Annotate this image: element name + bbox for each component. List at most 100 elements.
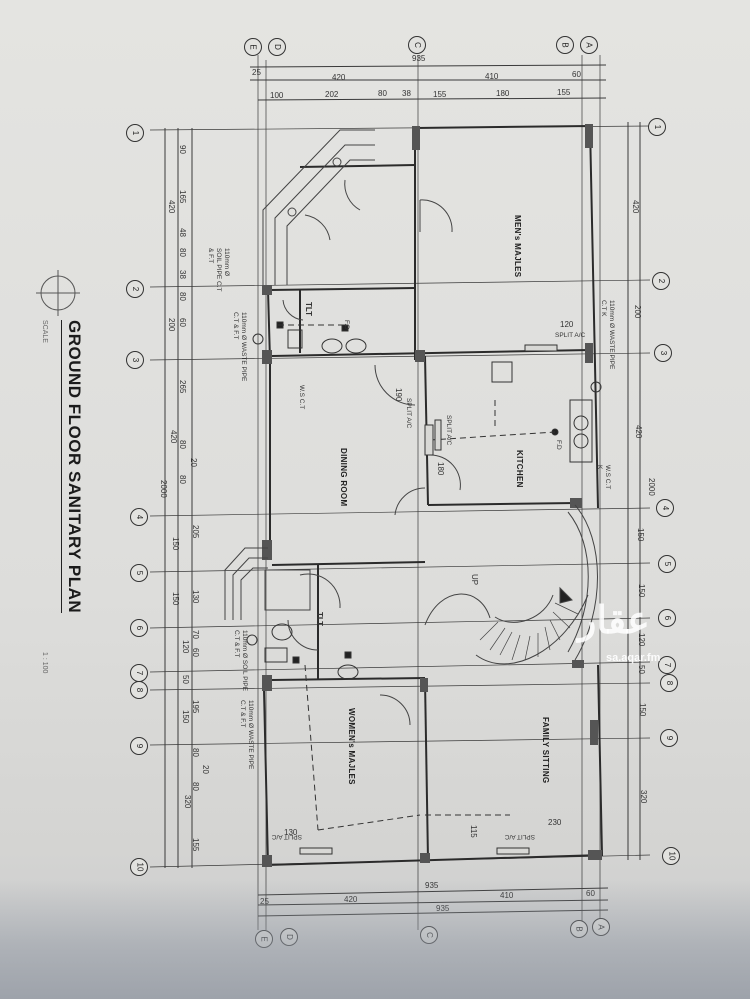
grid-bubble-row-10: 10 xyxy=(130,858,148,876)
grid-bubble-row-1: 1 xyxy=(126,124,144,142)
dim-left-grid-120: 120 xyxy=(181,640,190,654)
dim-men-ac-120: 120 xyxy=(560,320,574,329)
grid-bubble-row-9: 9 xyxy=(130,737,148,755)
grid-label: 9 xyxy=(134,743,144,749)
label-toilet-top: TLT xyxy=(304,302,313,317)
dim-left-60a: 60 xyxy=(178,318,187,327)
label-ws-ct: W.S C.T xyxy=(298,385,305,410)
grid-label: 3 xyxy=(658,350,668,356)
grid-bubble-row-4-right: 4 xyxy=(656,499,674,517)
watermark-url: sa.aqar.fm xyxy=(606,652,661,664)
dim-left-80d: 80 xyxy=(178,475,187,484)
dim-family-ac-230: 230 xyxy=(548,818,562,827)
note-soil-pipe-top: 110mm Ø SOIL PIPE C.T & F.T xyxy=(207,248,230,292)
scale-label: SCALE xyxy=(41,320,48,343)
scale-symbol xyxy=(36,270,80,316)
grid-bubble-column-e: E xyxy=(244,38,262,56)
grid-bubble-row-3-right: 3 xyxy=(654,344,672,362)
room-label-family-sitting: FAMILY SITTING xyxy=(541,717,550,784)
dim-left-38: 38 xyxy=(178,270,187,279)
dim-top-155b: 155 xyxy=(557,88,571,97)
dim-top-38: 38 xyxy=(402,89,411,98)
grid-bubble-row-8: 8 xyxy=(130,681,148,699)
label-split-ac-dining: SPLIT A/C xyxy=(405,398,412,429)
grid-bubble-column-a: A xyxy=(580,36,598,54)
dim-left-grid-420b: 420 xyxy=(169,430,178,444)
grid-bubble-row-6: 6 xyxy=(130,619,148,637)
grid-label: 7 xyxy=(134,670,144,676)
grid-bubble-column-b: B xyxy=(556,36,574,54)
grid-bubble-row-10-right: 10 xyxy=(662,847,680,865)
dim-right-grid-50: 50 xyxy=(637,665,646,674)
dim-left-48: 48 xyxy=(178,228,187,237)
dim-kitchen-door-180: 180 xyxy=(436,462,445,476)
dim-left-265: 265 xyxy=(178,380,187,394)
dim-left-155: 155 xyxy=(191,838,200,852)
grid-bubble-row-2: 2 xyxy=(126,280,144,298)
dim-dining-door-190: 190 xyxy=(394,388,403,402)
grid-bubble-row-7-right: 7 xyxy=(658,656,676,674)
grid-label: 2 xyxy=(130,286,140,292)
dim-left-80f: 80 xyxy=(191,782,200,791)
dim-top-180: 180 xyxy=(496,89,510,98)
grid-bubble-row-5: 5 xyxy=(130,564,148,582)
grid-bubble-column-d: D xyxy=(268,38,286,56)
grid-bubble-row-3: 3 xyxy=(126,351,144,369)
dim-left-165: 165 xyxy=(178,190,187,204)
dim-left-80b: 80 xyxy=(178,292,187,301)
grid-label: 4 xyxy=(134,514,144,520)
grid-label: 2 xyxy=(656,278,666,284)
dim-top-25: 25 xyxy=(252,68,261,77)
grid-bubble-column-c: C xyxy=(408,36,426,54)
note-waste-pipe-bottom: 110mm Ø WASTE PIPE C.T & F.T xyxy=(239,700,254,770)
dim-left-grid-150b: 150 xyxy=(171,592,180,606)
room-label-kitchen: KITCHEN xyxy=(515,450,524,488)
grid-label: 1 xyxy=(130,130,140,136)
dim-left-130: 130 xyxy=(191,590,200,604)
dim-left-overall: 2000 xyxy=(159,480,168,498)
dim-right-grid-320: 320 xyxy=(639,790,648,804)
grid-label: 9 xyxy=(664,735,674,741)
label-stair-up: UP xyxy=(470,574,479,586)
dim-top-155a: 155 xyxy=(433,90,447,99)
dim-top-overall: 935 xyxy=(412,54,426,63)
grid-label: 8 xyxy=(664,680,674,686)
grid-label: 5 xyxy=(662,561,672,567)
dim-top-410: 410 xyxy=(485,72,499,81)
dim-right-overall: 2000 xyxy=(647,478,656,496)
grid-bubble-row-7: 7 xyxy=(130,664,148,682)
grid-bubble-row-9-right: 9 xyxy=(660,729,678,747)
drawing-title: GROUND FLOOR SANITARY PLAN xyxy=(61,320,84,614)
dim-left-60b: 60 xyxy=(191,648,200,657)
grid-label: E xyxy=(249,44,258,50)
dim-left-70: 70 xyxy=(191,630,200,639)
dim-left-80e: 80 xyxy=(191,748,200,757)
grid-label: A xyxy=(585,42,594,48)
label-floor-drain: F.D xyxy=(343,320,350,330)
grid-bubble-row-8-right: 8 xyxy=(660,674,678,692)
dim-left-grid-150c: 150 xyxy=(181,710,190,724)
dim-left-grid-320: 320 xyxy=(183,795,192,809)
grid-label: 4 xyxy=(660,505,670,511)
label-split-ac-women: SPLIT A/C xyxy=(271,833,302,840)
grid-bubble-row-5-right: 5 xyxy=(658,555,676,573)
dim-women-ac-130: 130 xyxy=(284,828,298,837)
dim-left-80a: 80 xyxy=(178,248,187,257)
grid-label: 5 xyxy=(134,570,144,576)
grid-label: C xyxy=(413,42,422,48)
watermark-logo: عقار xyxy=(578,600,650,642)
grid-label: D xyxy=(273,44,282,50)
dim-right-grid-200: 200 xyxy=(633,305,642,319)
dim-top-420: 420 xyxy=(332,73,346,82)
grid-label: 10 xyxy=(135,862,144,872)
grid-label: 8 xyxy=(134,687,144,693)
label-split-ac-family: SPLIT A/C xyxy=(504,833,535,840)
label-toilet-bottom: TLT xyxy=(315,612,324,627)
label-floor-drain-kitchen: F.D xyxy=(555,440,562,450)
dim-top-100: 100 xyxy=(270,91,284,100)
grid-label: 7 xyxy=(662,662,672,668)
dim-left-grid-200: 200 xyxy=(167,318,176,332)
dim-left-90: 90 xyxy=(178,145,187,154)
photo-shadow xyxy=(0,880,750,999)
